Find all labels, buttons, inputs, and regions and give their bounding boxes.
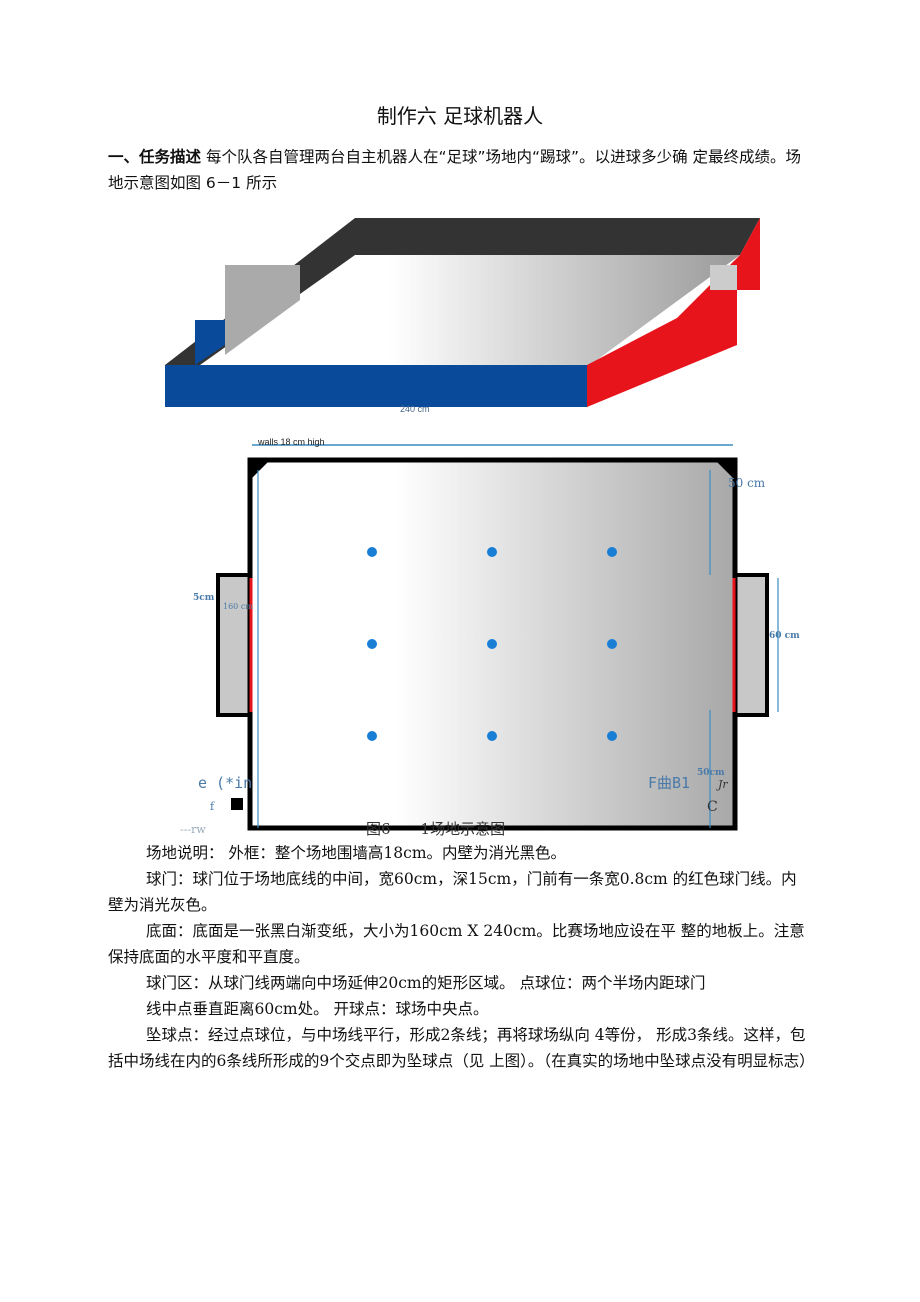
paragraph: 场地说明： 外框：整个场地围墙高18cm。内壁为消光黑色。 — [146, 844, 567, 862]
paragraph: 球门区：从球门线两端向中场延伸20cm的矩形区域。 点球位：两个半场内距球门 — [146, 974, 706, 992]
artifact-right: F曲B1 — [648, 774, 690, 792]
label-160cm: 160 cm — [223, 602, 253, 611]
artifact-jr: Jr — [716, 778, 728, 791]
drop-point — [487, 639, 497, 649]
drop-point — [367, 731, 377, 741]
robot-marker — [231, 798, 243, 810]
drop-point — [367, 639, 377, 649]
page-title: 制作六 足球机器人 — [376, 104, 544, 128]
drop-point — [607, 731, 617, 741]
field-3d-illustration: 240 cm — [165, 218, 760, 414]
width-240-label: 240 cm — [400, 404, 430, 414]
figure-caption: 图6 1场地示意图 — [366, 820, 506, 838]
artifact-f: f — [210, 800, 215, 813]
drop-point — [367, 547, 377, 557]
drop-point — [487, 731, 497, 741]
drop-point — [607, 639, 617, 649]
field-description: 场地说明： 外框：整个场地围墙高18cm。内壁为消光黑色。 球门：球门位于场地底… — [108, 840, 815, 1074]
walls-label: walls 18 cm high — [257, 437, 325, 447]
label-50cm-bottom: 50cm — [697, 768, 725, 778]
drop-ball-points — [367, 547, 617, 741]
field-top-view-diagram: walls 18 cm high 5cm 160 cm 50 cm 60 cm … — [180, 437, 800, 836]
label-50cm-top: 50 cm — [728, 476, 766, 490]
paragraph: 坠球点：经过点球位，与中场线平行，形成2条线；再将球场纵向 4等份， 形成3条线… — [108, 1026, 815, 1070]
paragraph: 底面：底面是一张黑白渐变纸，大小为160cm X 240cm。比赛场地应设在平 … — [108, 922, 805, 966]
artifact-c: C — [707, 799, 718, 815]
artifact-left: e (*in — [198, 774, 252, 792]
artifact-rw: ---rw — [180, 823, 206, 836]
drop-point — [607, 547, 617, 557]
paragraph: 球门：球门位于场地底线的中间，宽60cm，深15cm，门前有一条宽0.8cm 的… — [108, 870, 797, 914]
paragraph: 线中点垂直距离60cm处。 开球点：球场中央点。 — [146, 1000, 489, 1018]
section-heading: 一、任务描述 — [108, 148, 202, 166]
task-description: 一、任务描述 每个队各自管理两台自主机器人在“足球”场地内“踢球”。以进球多少确… — [108, 144, 808, 196]
label-5cm: 5cm — [193, 593, 215, 603]
task-text: 每个队各自管理两台自主机器人在“足球”场地内“踢球”。以进球多少确 定最终成绩。… — [108, 148, 801, 192]
drop-point — [487, 547, 497, 557]
label-60cm: 60 cm — [769, 631, 800, 641]
